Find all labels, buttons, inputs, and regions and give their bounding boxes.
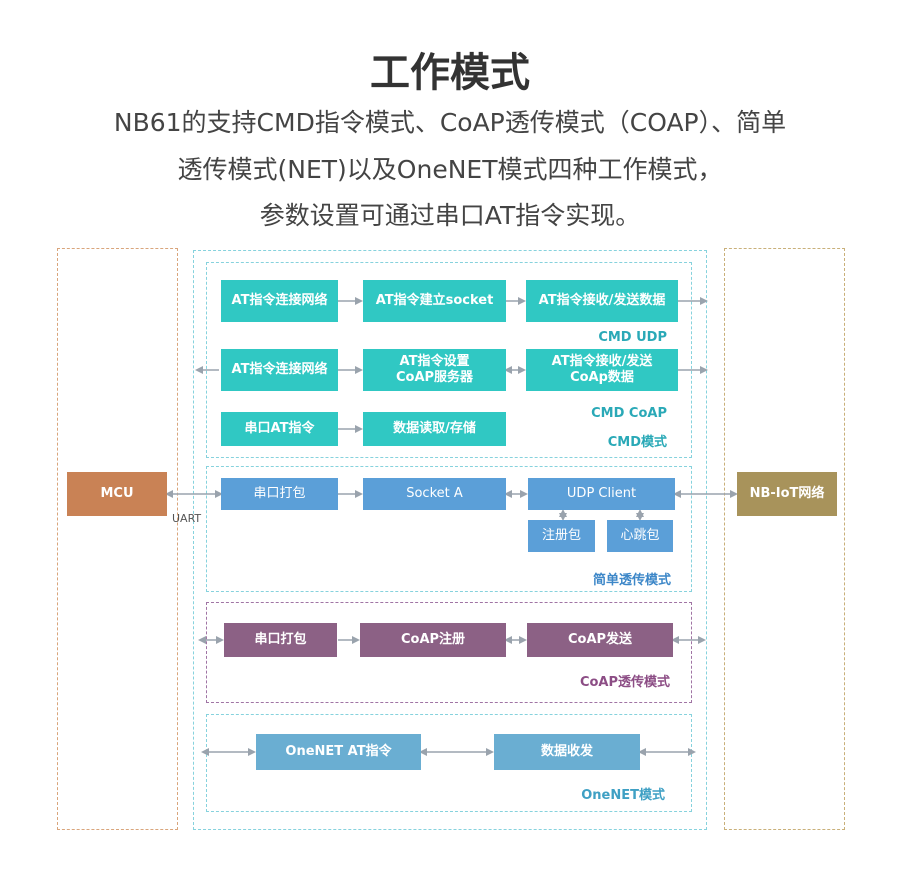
cmd-coap-step-1: AT指令连接网络	[221, 349, 338, 391]
simple-serial-pack: 串口打包	[221, 478, 338, 510]
cmd-coap-step-2: AT指令设置CoAP服务器	[363, 349, 506, 391]
nb-iot-network-box: NB-IoT网络	[737, 472, 837, 516]
serial-at-command: 串口AT指令	[221, 412, 338, 446]
page-title: 工作模式	[370, 50, 530, 96]
cmd-udp-label: CMD UDP	[598, 330, 667, 345]
cmd-mode-label: CMD模式	[607, 435, 667, 450]
onenet-at-command: OneNET AT指令	[256, 734, 421, 770]
onenet-mode-frame	[206, 714, 692, 812]
coap-mode-label: CoAP透传模式	[579, 675, 670, 690]
coap-serial-pack: 串口打包	[224, 623, 337, 657]
coap-send: CoAP发送	[527, 623, 673, 657]
subtitle-line-2: 透传模式(NET)以及OneNET模式四种工作模式，	[177, 155, 723, 184]
network-side-frame	[724, 248, 845, 830]
cmd-coap-step-3: AT指令接收/发送CoAp数据	[526, 349, 678, 391]
coap-register: CoAP注册	[360, 623, 506, 657]
cmd-mode-frame	[206, 262, 692, 458]
onenet-mode-label: OneNET模式	[581, 788, 665, 803]
cmd-udp-step-2: AT指令建立socket	[363, 280, 506, 322]
coap-mode-frame	[206, 602, 692, 703]
simple-udp-client: UDP Client	[528, 478, 675, 510]
module-frame	[193, 250, 707, 830]
cmd-udp-step-3: AT指令接收/发送数据	[526, 280, 678, 322]
onenet-data-transfer: 数据收发	[494, 734, 640, 770]
simple-mode-frame	[206, 466, 692, 592]
mcu-box: MCU	[67, 472, 167, 516]
register-packet: 注册包	[528, 520, 595, 552]
cmd-coap-label: CMD CoAP	[591, 406, 667, 421]
cmd-udp-step-1: AT指令连接网络	[221, 280, 338, 322]
subtitle-line-3: 参数设置可通过串口AT指令实现。	[259, 201, 641, 230]
data-read-store: 数据读取/存储	[363, 412, 506, 446]
simple-mode-label: 简单透传模式	[592, 573, 671, 588]
mcu-side-frame	[57, 248, 178, 830]
uart-label: UART	[172, 512, 202, 525]
heartbeat-packet: 心跳包	[607, 520, 673, 552]
simple-socket-a: Socket A	[363, 478, 506, 510]
subtitle-line-1: NB61的支持CMD指令模式、CoAP透传模式（COAP）、简单	[113, 108, 787, 137]
